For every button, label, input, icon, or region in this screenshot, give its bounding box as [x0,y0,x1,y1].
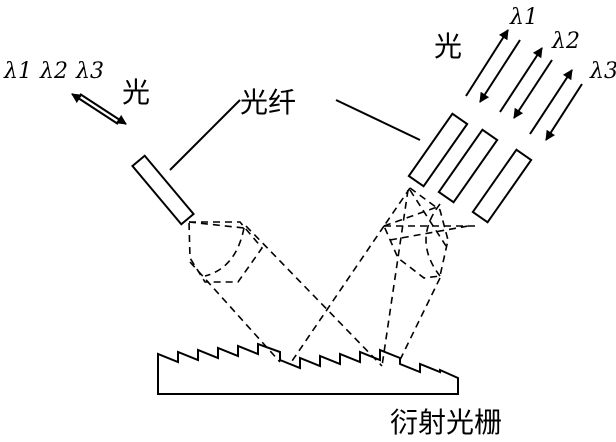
left-light-label: 光 [122,76,150,109]
left-lens-outline [188,221,264,283]
left-incident-beam [189,225,383,367]
left-beam-edge-b [245,225,383,367]
right-lens-curve [425,203,441,277]
right-lambda-3-label: λ3 [589,59,616,84]
right-fiber-2 [437,128,499,204]
left-lambda-2-label: λ2 [39,59,68,84]
right-light-arrows [465,29,583,141]
right-fiber-3 [471,148,533,224]
right-lens-ray-b [389,225,469,241]
right-arrow-2-in [513,59,553,119]
left-fiber-body [131,154,195,226]
right-wavelength-labels: λ1 λ2 λ3 [509,5,616,84]
fiber-leader-right [335,99,421,141]
right-arrow-3-in [545,83,583,141]
right-beam-edge-a [289,225,385,365]
right-fiber-1-body [407,112,469,188]
left-lens-ray-a [188,221,245,229]
grating-label: 衍射光栅 [390,406,502,439]
left-arrow-in [79,93,127,125]
right-lambda-2-label: λ2 [551,29,580,54]
right-diffracted-beams [289,189,441,367]
right-arrow-1-in [479,39,521,103]
left-wavelength-labels: λ1 λ2 λ3 [3,59,104,84]
right-lambda-1-label: λ1 [509,5,538,30]
left-lens [188,221,264,283]
right-beam-edge-b [381,189,409,367]
left-beam-edge-a [189,261,281,363]
right-fiber-1 [407,112,469,188]
left-fiber [131,154,195,226]
right-light-label: 光 [434,30,462,63]
left-lens-curve [204,227,245,277]
right-beam-edge-c [397,277,441,365]
diffraction-grating [157,342,459,395]
right-lens-ray-a [383,205,441,227]
right-lens-ray-c [409,189,447,247]
right-fiber-3-body [471,148,533,224]
right-arrow-3-out [529,69,573,135]
right-arrow-1-out [465,29,509,97]
right-fiber-2-body [437,128,499,204]
left-lambda-3-label: λ3 [75,59,104,84]
left-arrow-out [71,93,119,125]
fiber-leader-left [169,99,241,171]
right-lens [383,186,476,279]
left-lambda-1-label: λ1 [3,59,32,84]
left-light-arrows [71,93,127,125]
fiber-label: 光纤 [240,86,296,119]
right-lens-outline [383,186,449,279]
right-arrow-2-out [499,47,543,113]
